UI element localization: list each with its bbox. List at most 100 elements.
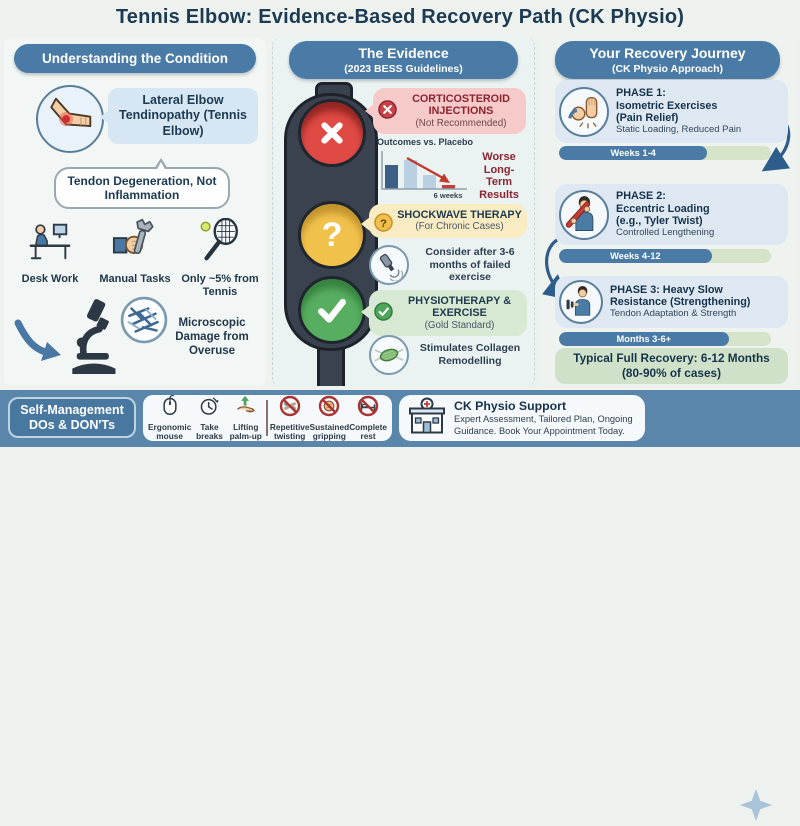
curved-arrow-icon [12, 317, 64, 370]
dont-label: Sustained gripping [309, 422, 350, 441]
evidence-panel: The Evidence (2023 BESS Guidelines) ? [272, 38, 535, 386]
cause-label: Desk Work [21, 273, 79, 285]
svg-text:?: ? [380, 218, 387, 230]
mini-bar-chart: 6 weeks [381, 151, 467, 200]
cause-item: Desk Work [10, 218, 90, 298]
x-circle-icon [378, 100, 397, 119]
phase-2-timeline: Weeks 4-12 [559, 249, 771, 263]
diagnosis-tail [100, 110, 109, 124]
causes-row: Desk Work Manual Tasks [10, 217, 260, 298]
phase-3-card: PHASE 3: Heavy Slow Resistance (Strength… [555, 276, 788, 328]
journey-header: Your Recovery Journey (CK Physio Approac… [555, 41, 780, 80]
sparkle-icon [740, 789, 772, 826]
heavy-resistance-icon [559, 280, 603, 324]
outcomes-chart: Outcomes vs. Placebo 6 weeks Worse Long-… [375, 137, 527, 206]
tyler-twist-icon [559, 189, 609, 240]
clinic-icon [407, 396, 447, 441]
support-title: CK Physio Support [454, 399, 567, 414]
consider-row: Consider after 3-6 months of failed exer… [369, 245, 527, 285]
cause-label: Only ~5% from Tennis [181, 273, 259, 298]
red-light-x-icon [298, 99, 366, 167]
phase-1-card: PHASE 1: Isometric Exercises (Pain Relie… [555, 80, 788, 143]
corticosteroid-subtitle: (Not Recommended) [415, 117, 507, 129]
phase-1-progress-fill: Weeks 1-4 [559, 146, 708, 160]
chart-bar [442, 185, 455, 189]
dos-donts-box: Ergonomic mouse Take breaks [143, 395, 392, 441]
do-label: Take breaks [196, 422, 223, 441]
question-circle-icon: ? [374, 213, 393, 232]
corticosteroid-title: CORTICOSTEROID INJECTIONS [412, 93, 510, 118]
shockwave-device-icon [369, 245, 409, 285]
understanding-header: Understanding the Condition [14, 44, 256, 73]
evidence-header-line1: The Evidence [358, 45, 449, 61]
cause-item: Manual Tasks [95, 218, 175, 298]
chart-note: Worse Long-Term Results [479, 151, 519, 201]
stimulates-text: Stimulates Collagen Remodelling [419, 342, 521, 367]
phase-1-timeline: Weeks 1-4 [559, 146, 771, 160]
chart-title: Outcomes vs. Placebo [377, 137, 474, 147]
chart-bar [404, 160, 417, 189]
cause-item: Only ~5% from Tennis [180, 217, 260, 298]
degeneration-bubble: Tendon Degeneration, Not Inflammation [54, 158, 230, 209]
phase-3-timeline-label: Months 3-6+ [616, 334, 672, 344]
microscope-icon [64, 298, 126, 383]
chart-bar [385, 165, 398, 189]
phase-2-timeline-label: Weeks 4-12 [610, 251, 661, 261]
phase-3-detail: Tendon Adaptation & Strength [610, 308, 737, 320]
phase-1-timeline-label: Weeks 1-4 [610, 148, 656, 158]
phase-3-title: PHASE 3: Heavy Slow Resistance (Strength… [610, 283, 751, 309]
phase-3-progress-fill: Months 3-6+ [559, 332, 729, 346]
shockwave-box: ? SHOCKWAVE THERAPY (For Chronic Cases) [361, 204, 527, 238]
physio-support-box: CK Physio Support Expert Assessment, Tai… [399, 395, 645, 441]
elbow-icon [36, 85, 104, 153]
journey-header-line2: (CK Physio Approach) [611, 62, 724, 75]
self-management-line2: DOs & DON'Ts [28, 417, 116, 432]
shockwave-subtitle: (For Chronic Cases) [415, 221, 504, 233]
dos-donts-divider [265, 400, 268, 436]
self-management-line1: Self-Management [20, 402, 124, 417]
tennis-racket-icon [197, 217, 243, 269]
no-twisting-icon [279, 395, 301, 422]
page-title: Tennis Elbow: Evidence-Based Recovery Pa… [115, 6, 685, 28]
desk-icon [27, 218, 73, 269]
do-item: Take breaks [191, 395, 227, 441]
mouse-icon [160, 395, 180, 422]
recovery-box: Typical Full Recovery: 6-12 Months (80-9… [555, 348, 788, 384]
phase-2-progress-fill: Weeks 4-12 [559, 249, 712, 263]
do-label: Ergonomic mouse [148, 422, 192, 441]
damage-label: Microscopic Damage from Overuse [175, 317, 249, 357]
dont-label: Repetitive twisting [269, 422, 310, 441]
dont-item: Repetitive twisting [270, 395, 310, 441]
degeneration-text: Tendon Degeneration, Not Inflammation [67, 173, 217, 202]
footer-bar: Self-Management DOs & DON'Ts Ergonomic m… [0, 390, 800, 821]
green-light-check-icon [298, 276, 366, 344]
clock-icon [199, 395, 220, 422]
shockwave-title: SHOCKWAVE THERAPY [397, 209, 522, 221]
phase-2-title: PHASE 2: Eccentric Loading (e.g., Tyler … [616, 190, 710, 227]
recovery-line1: Typical Full Recovery: 6-12 Months [573, 351, 770, 366]
recovery-line2: (80-90% of cases) [621, 366, 721, 380]
physiotherapy-box: PHYSIOTHERAPY & EXERCISE (Gold Standard) [361, 290, 527, 337]
svg-text:?: ? [322, 216, 343, 254]
no-rest-icon [357, 395, 379, 422]
diagnosis-box: Lateral Elbow Tendinopathy (Tennis Elbow… [100, 88, 258, 144]
do-label: Lifting palm-up [229, 422, 262, 441]
support-text: Expert Assessment, Tailored Plan, Ongoin… [454, 414, 633, 436]
damage-row: Microscopic Damage from Overuse [12, 296, 262, 380]
phase-1-detail: Static Loading, Reduced Pain [616, 123, 742, 135]
phase-1-title: PHASE 1: Isometric Exercises (Pain Relie… [616, 87, 718, 124]
diagnosis-text: Lateral Elbow Tendinopathy (Tennis Elbow… [118, 92, 247, 138]
phase-2-detail: Controlled Lengthening [616, 226, 715, 238]
decline-arrow-icon [406, 156, 450, 183]
evidence-header-line2: (2023 BESS Guidelines) [344, 62, 463, 75]
palm-up-icon [235, 395, 256, 422]
isometric-hands-icon [559, 86, 609, 137]
physiotherapy-subtitle: (Gold Standard) [424, 319, 495, 331]
check-circle-icon [374, 302, 393, 321]
cause-label: Manual Tasks [99, 273, 171, 285]
dont-label: Complete rest [349, 422, 387, 441]
yellow-light-question-icon: ? [298, 201, 366, 269]
wrench-hand-icon [112, 218, 158, 269]
understanding-panel: Understanding the Condition Lateral Elbo… [4, 38, 266, 386]
journey-panel: Your Recovery Journey (CK Physio Approac… [539, 38, 796, 386]
